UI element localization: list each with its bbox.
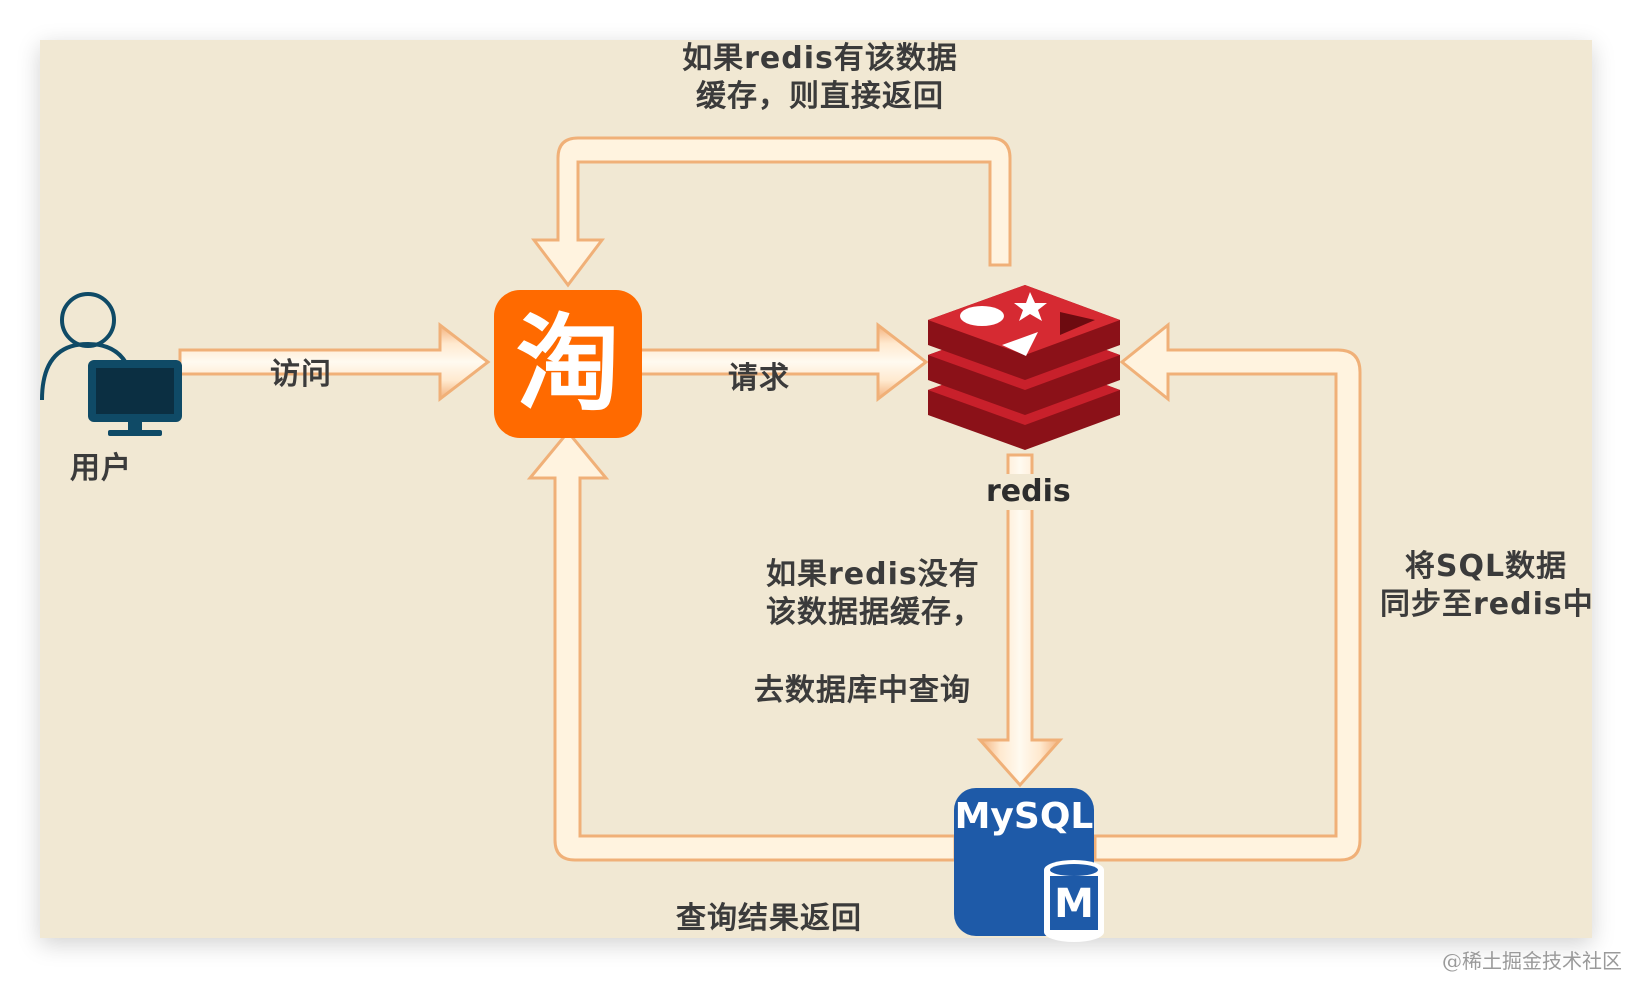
mysql-badge-text: M — [1054, 881, 1094, 927]
label-redis-hit: 如果redis有该数据 缓存，则直接返回 — [660, 40, 980, 116]
label-query-result: 查询结果返回 — [676, 901, 862, 936]
arrow-query-result-return — [526, 429, 957, 862]
label-sync-sql-line2: 同步至redis中 — [1380, 587, 1594, 622]
arrow-visit — [178, 321, 491, 403]
diagram-panel — [40, 40, 1592, 938]
label-query-db: 去数据库中查询 — [754, 673, 971, 708]
label-redis-hit-line1: 如果redis有该数据 — [682, 41, 958, 76]
label-redis-miss-line1: 如果redis没有 — [766, 557, 980, 592]
label-sync-sql-line1: 将SQL数据 — [1404, 549, 1568, 584]
arrow-request — [638, 321, 929, 403]
label-visit: 访问 — [270, 357, 332, 392]
label-user: 用户 — [70, 451, 132, 486]
label-sync-sql: 将SQL数据 同步至redis中 — [1380, 548, 1594, 624]
watermark: @稀土掘金技术社区 — [1442, 949, 1622, 973]
label-redis: redis — [982, 474, 1075, 510]
mysql-logo — [954, 788, 1104, 942]
mysql-logo-text: MySQL — [954, 796, 1094, 837]
taobao-logo — [494, 290, 642, 438]
arrow-sync-sql — [1093, 321, 1362, 862]
redis-logo — [928, 285, 1120, 450]
label-request: 请求 — [728, 361, 790, 396]
label-redis-hit-line2: 缓存，则直接返回 — [696, 79, 944, 114]
label-redis-miss: 如果redis没有 该数据据缓存， — [766, 556, 983, 632]
arrow-redis-hit-return — [530, 136, 1012, 288]
taobao-logo-text: 淘 — [515, 303, 620, 425]
monitor-icon — [88, 360, 182, 436]
label-redis-miss-line2: 该数据据缓存， — [766, 595, 983, 630]
